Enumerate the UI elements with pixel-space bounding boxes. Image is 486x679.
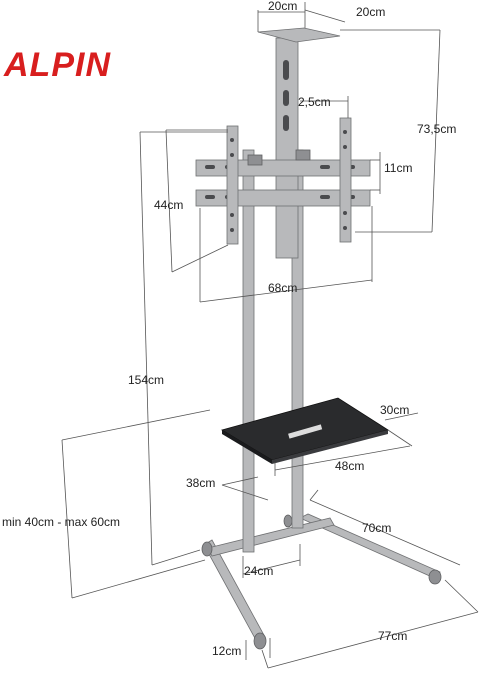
label-base-leg-length: 70cm (362, 521, 391, 535)
shelf-label (288, 424, 323, 439)
column-slot-3 (283, 115, 289, 131)
column-slot-1 (283, 60, 289, 80)
label-shelf-depth: 30cm (380, 403, 409, 417)
label-pole-spacing: 24cm (244, 564, 273, 578)
label-top-plate-right: 20cm (356, 5, 385, 19)
base-leg-right (299, 513, 441, 578)
label-vesa-width: 68cm (268, 281, 297, 295)
pole-left (242, 149, 255, 553)
logo-text: ALPIN (3, 46, 111, 84)
shelf-front-edge (272, 430, 388, 464)
dimension-labels: 20cm 20cm 2,5cm 73,5cm 11cm 44cm 68cm 15… (2, 0, 456, 658)
vesa-arm-right (339, 117, 352, 243)
dimension-lines (61, 2, 479, 669)
label-base-width: 77cm (378, 629, 407, 643)
wheel-back-right (428, 569, 442, 585)
label-base-inner-depth: 38cm (186, 476, 215, 490)
wheel-front-left (201, 541, 213, 557)
column-slot-2 (283, 90, 289, 106)
label-top-plate-left: 20cm (268, 0, 297, 13)
label-total-top-height: 73,5cm (417, 122, 456, 136)
label-total-height: 154cm (128, 373, 164, 387)
clamp-right (295, 149, 311, 161)
label-pole-gap: 2,5cm (298, 95, 331, 109)
base-crossbar (207, 517, 335, 557)
label-shelf-width: 48cm (335, 459, 364, 473)
brand-logo: ALPIN (3, 46, 111, 84)
label-bracket-offset: 11cm (384, 161, 412, 175)
label-wheel-size: 12cm (212, 644, 241, 658)
arm-holes (230, 130, 347, 232)
wheel-back-left (283, 514, 293, 528)
clamp-left (247, 154, 263, 166)
wheel-front-right (253, 632, 267, 650)
label-shelf-height-range: min 40cm - max 60cm (2, 515, 120, 529)
bracket-rail-top (195, 159, 371, 177)
bracket-rail-bottom (195, 189, 371, 207)
vesa-arm-left (226, 125, 239, 245)
top-plate (257, 27, 341, 43)
shelf-edge (222, 430, 272, 464)
stand-illustration (195, 27, 442, 650)
label-vesa-height: 44cm (154, 198, 183, 212)
